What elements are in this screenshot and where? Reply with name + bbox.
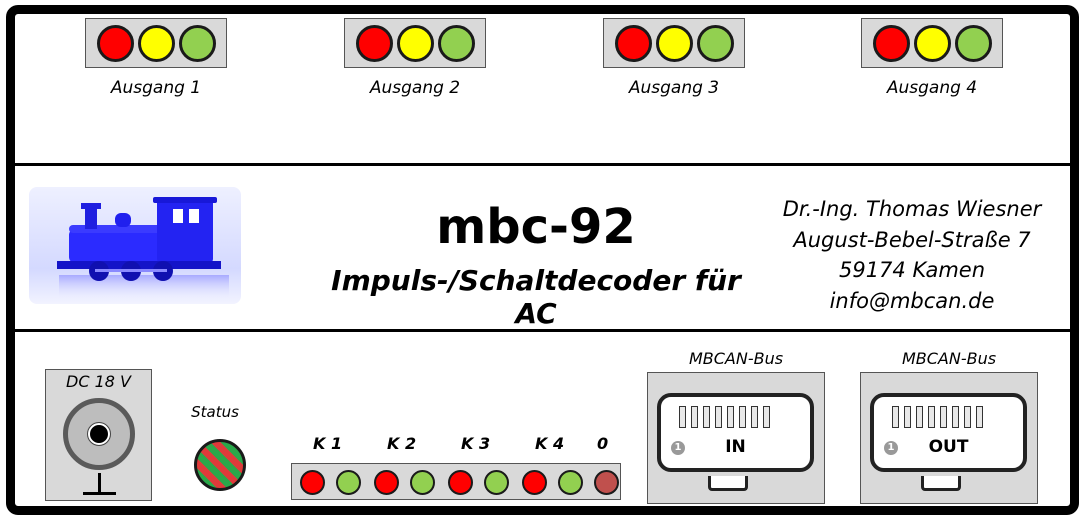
pin (892, 406, 899, 428)
signal-lamps (344, 18, 486, 68)
locomotive-image (29, 187, 241, 304)
product-description: Impuls-/Schaltdecoder für AC (331, 264, 741, 330)
k1-red-led (300, 470, 325, 495)
bus-out: MBCAN-Bus 1 OUT (860, 346, 1038, 504)
power-connector: DC 18 V (45, 369, 152, 501)
power-label: DC 18 V (66, 372, 131, 391)
channel-labels: K 1 K 2 K 3 K 4 0 (293, 434, 633, 458)
channel-label-k1: K 1 (313, 434, 343, 453)
pin (715, 406, 722, 428)
green-lamp (437, 24, 475, 62)
yellow-lamp (913, 24, 951, 62)
bus-in-label: MBCAN-Bus (688, 349, 784, 368)
red-lamp (614, 24, 652, 62)
pin (703, 406, 710, 428)
signal-lamps (603, 18, 745, 68)
zero-led (594, 470, 619, 495)
connector-latch (921, 476, 961, 491)
bus-out-port: OUT (928, 437, 969, 457)
ground-stem (98, 473, 101, 494)
bus-out-label: MBCAN-Bus (901, 349, 997, 368)
k2-red-led (374, 470, 399, 495)
pin (727, 406, 734, 428)
divider-top (15, 163, 1070, 166)
output-1: Ausgang 1 (76, 18, 236, 98)
pin (904, 406, 911, 428)
channel-label-k3: K 3 (461, 434, 491, 453)
output-label: Ausgang 3 (628, 78, 720, 98)
channel-label-0: 0 (597, 434, 609, 453)
pin (763, 406, 770, 428)
yellow-lamp (396, 24, 434, 62)
output-3: Ausgang 3 (594, 18, 754, 98)
yellow-lamp (137, 24, 175, 62)
status-led-icon (194, 439, 246, 491)
k2-green-led (410, 470, 435, 495)
product-name: mbc-92 (436, 199, 636, 255)
bus-in-port: IN (725, 437, 746, 457)
connector-pins (679, 406, 770, 428)
output-4: Ausgang 4 (852, 18, 1012, 98)
pin (940, 406, 947, 428)
k3-red-led (448, 470, 473, 495)
address-street: August-Bebel-Straße 7 (793, 227, 1031, 252)
status-label: Status (191, 403, 239, 421)
ground-symbol-icon (83, 492, 116, 495)
dc-jack-pin-icon (87, 422, 111, 446)
output-label: Ausgang 1 (110, 78, 202, 98)
k4-red-led (522, 470, 547, 495)
rj45-socket-icon: 1 OUT (870, 393, 1027, 472)
pin (952, 406, 959, 428)
bus-in: MBCAN-Bus 1 IN (647, 346, 825, 504)
k4-green-led (558, 470, 583, 495)
pin (964, 406, 971, 428)
green-lamp (696, 24, 734, 62)
connector-latch (708, 476, 748, 491)
pin (928, 406, 935, 428)
red-lamp (355, 24, 393, 62)
pin (916, 406, 923, 428)
pin (679, 406, 686, 428)
pin (976, 406, 983, 428)
channel-label-k4: K 4 (535, 434, 565, 453)
device-frame: Ausgang 1 Ausgang 2 Ausgang 3 Ausgang 4 (6, 5, 1079, 515)
green-lamp (954, 24, 992, 62)
k1-green-led (336, 470, 361, 495)
pin1-marker: 1 (671, 441, 685, 455)
channel-led-strip (291, 463, 621, 500)
pin (751, 406, 758, 428)
rj45-socket-icon: 1 IN (657, 393, 814, 472)
locomotive-icon (57, 197, 229, 301)
pin1-marker: 1 (884, 441, 898, 455)
bus-in-connector: 1 IN (647, 372, 825, 504)
address-city: 59174 Kamen (838, 258, 986, 282)
channel-label-k2: K 2 (387, 434, 417, 453)
address-email: info@mbcan.de (829, 288, 995, 313)
red-lamp (96, 24, 134, 62)
address-block: Dr.-Ing. Thomas Wiesner August-Bebel-Str… (777, 194, 1047, 316)
dc-jack-icon (63, 398, 135, 470)
red-lamp (872, 24, 910, 62)
k3-green-led (484, 470, 509, 495)
bus-out-connector: 1 OUT (860, 372, 1038, 504)
signal-lamps (861, 18, 1003, 68)
pin (691, 406, 698, 428)
address-name: Dr.-Ing. Thomas Wiesner (782, 197, 1042, 221)
output-2: Ausgang 2 (335, 18, 495, 98)
connector-pins (892, 406, 983, 428)
yellow-lamp (655, 24, 693, 62)
divider-bottom (15, 329, 1070, 332)
pin (739, 406, 746, 428)
green-lamp (178, 24, 216, 62)
output-label: Ausgang 4 (886, 78, 978, 98)
signal-lamps (85, 18, 227, 68)
output-label: Ausgang 2 (369, 78, 461, 98)
